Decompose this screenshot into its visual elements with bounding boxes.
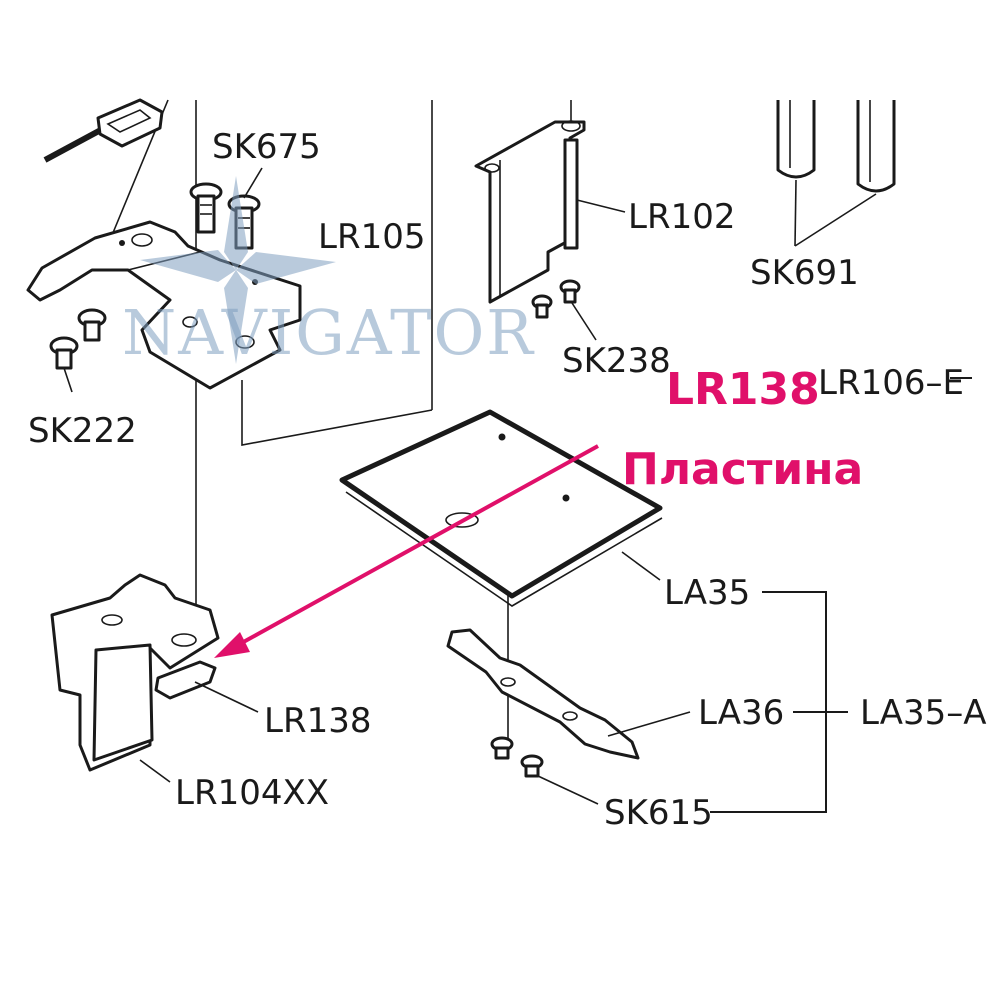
label-lr105: LR105 — [318, 217, 425, 257]
highlight-part-name: Пластина — [622, 444, 863, 495]
label-sk238: SK238 — [562, 341, 671, 381]
sk675-screws — [189, 167, 263, 250]
label-la36: LA36 — [698, 693, 784, 733]
label-sk675: SK675 — [212, 127, 321, 167]
la35-plate — [339, 409, 663, 607]
sk222-screws — [49, 308, 107, 393]
label-sk691: SK691 — [750, 253, 859, 293]
label-lr102: LR102 — [628, 197, 735, 237]
label-lr106e: LR106–E — [818, 363, 964, 403]
compass-star-icon — [140, 176, 336, 364]
lr104xx-bracket — [50, 573, 220, 783]
sk691-rods — [776, 100, 896, 247]
label-lr138: LR138 — [264, 701, 371, 741]
sk615-screws — [490, 736, 599, 805]
highlight-arrow — [214, 444, 599, 658]
sk238-screws — [531, 279, 597, 341]
lr102-guide — [474, 120, 626, 304]
watermark-text: NAVIGATOR — [122, 296, 535, 369]
highlight-part-number: LR138 — [666, 364, 820, 415]
la35a-bracket — [710, 377, 972, 813]
label-la35a: LA35–A — [860, 693, 987, 733]
label-sk222: SK222 — [28, 411, 137, 451]
lever-rod — [43, 98, 164, 163]
label-lr104xx: LR104XX — [175, 773, 329, 813]
label-sk615: SK615 — [604, 793, 713, 833]
la36-spring — [446, 628, 691, 760]
label-la35: LA35 — [664, 573, 750, 613]
lr138-part — [154, 660, 259, 713]
navigator-watermark: NAVIGATOR — [122, 176, 535, 369]
